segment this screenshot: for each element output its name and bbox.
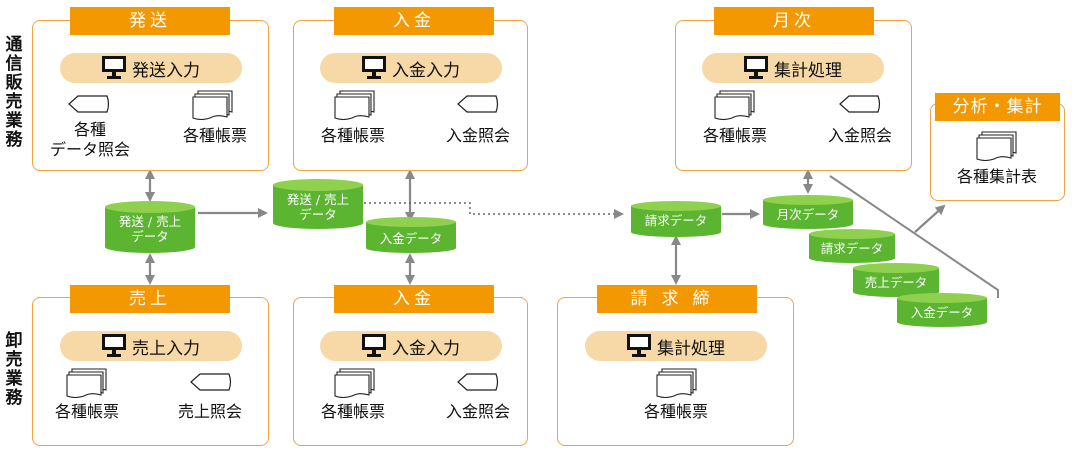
db-stack-payment[interactable]: 入金データ bbox=[896, 292, 988, 328]
computer-icon bbox=[744, 56, 768, 80]
db-label: 請求データ bbox=[644, 213, 708, 228]
display-icon bbox=[68, 95, 110, 113]
caption-payment-inquiry: 入金照会 bbox=[445, 402, 510, 421]
tab-monthly: 月次 bbox=[714, 7, 874, 35]
caption-data-inquiry: 各種 データ照会 bbox=[49, 120, 130, 159]
tab-billing-close: 請求締 bbox=[597, 285, 757, 313]
computer-icon bbox=[362, 334, 386, 358]
tab-payment: 入金 bbox=[334, 285, 494, 313]
process-shipping-input[interactable]: 発送入力 bbox=[60, 53, 242, 83]
process-payment-input[interactable]: 入金入力 bbox=[320, 331, 502, 361]
caption-reports: 各種帳票 bbox=[320, 402, 385, 421]
tab-analysis: 分析・集計 bbox=[935, 93, 1060, 121]
database-icon bbox=[809, 229, 895, 263]
document-icon bbox=[334, 368, 375, 398]
caption-reports: 各種帳票 bbox=[182, 126, 247, 145]
side-label-mail-order: 通信販売業務 bbox=[5, 35, 23, 150]
db-monthly[interactable]: 月次データ bbox=[762, 194, 854, 230]
db-shipping-sales[interactable]: 発送 / 売上 データ bbox=[104, 200, 196, 254]
database-icon bbox=[366, 217, 456, 253]
caption-summary-tables: 各種集計表 bbox=[956, 167, 1037, 186]
caption-payment-inquiry: 入金照会 bbox=[445, 126, 510, 145]
db-label: 月次データ bbox=[776, 207, 840, 222]
display-icon bbox=[457, 373, 499, 391]
db-label: 入金データ bbox=[379, 231, 443, 246]
database-icon bbox=[853, 263, 939, 297]
db-stack-billing[interactable]: 請求データ bbox=[808, 228, 896, 264]
database-icon bbox=[273, 179, 363, 229]
stack-bracket bbox=[829, 175, 999, 298]
process-sales-input[interactable]: 売上入力 bbox=[60, 331, 242, 361]
document-icon bbox=[714, 90, 755, 120]
caption-payment-inquiry: 入金照会 bbox=[827, 126, 892, 145]
computer-icon bbox=[362, 56, 386, 80]
box-wholesale-payment bbox=[293, 297, 528, 446]
document-icon bbox=[334, 90, 375, 120]
database-icon bbox=[763, 195, 853, 229]
db-label: 請求データ bbox=[820, 241, 884, 256]
process-payment-input[interactable]: 入金入力 bbox=[320, 53, 502, 83]
process-label: 入金入力 bbox=[392, 338, 460, 359]
database-icon bbox=[897, 293, 987, 327]
document-icon bbox=[976, 131, 1017, 161]
db-label: 発送 / 売上 データ bbox=[118, 214, 182, 244]
process-label: 集計処理 bbox=[657, 338, 725, 359]
caption-sales-inquiry: 売上照会 bbox=[177, 402, 242, 421]
db-billing[interactable]: 請求データ bbox=[630, 200, 722, 238]
caption-reports: 各種帳票 bbox=[54, 402, 119, 421]
side-label-wholesale: 卸売業務 bbox=[5, 331, 23, 408]
caption-reports: 各種帳票 bbox=[643, 402, 708, 421]
document-icon bbox=[66, 368, 107, 398]
db-label: 入金データ bbox=[910, 305, 974, 320]
document-icon bbox=[192, 90, 233, 120]
caption-reports: 各種帳票 bbox=[702, 126, 767, 145]
computer-icon bbox=[627, 334, 651, 358]
process-label: 売上入力 bbox=[132, 338, 200, 359]
tab-payment: 入金 bbox=[334, 7, 494, 35]
db-shipping-sales-2[interactable]: 発送 / 売上 データ bbox=[272, 178, 364, 230]
process-aggregation[interactable]: 集計処理 bbox=[702, 53, 884, 83]
document-icon bbox=[656, 368, 697, 398]
computer-icon bbox=[102, 56, 126, 80]
caption-reports: 各種帳票 bbox=[320, 126, 385, 145]
dotted-link bbox=[354, 202, 624, 219]
process-label: 入金入力 bbox=[392, 60, 460, 81]
process-label: 集計処理 bbox=[774, 60, 842, 81]
tab-shipping: 発送 bbox=[70, 7, 230, 35]
process-label: 発送入力 bbox=[132, 60, 200, 81]
process-aggregation[interactable]: 集計処理 bbox=[585, 331, 767, 361]
db-label: 売上データ bbox=[864, 275, 928, 290]
display-icon bbox=[190, 373, 232, 391]
tab-sales: 売上 bbox=[70, 285, 230, 313]
computer-icon bbox=[102, 334, 126, 358]
db-stack-sales[interactable]: 売上データ bbox=[852, 262, 940, 298]
db-payment[interactable]: 入金データ bbox=[365, 216, 457, 254]
database-icon bbox=[631, 201, 721, 237]
display-icon bbox=[457, 95, 499, 113]
database-icon bbox=[105, 201, 195, 253]
display-icon bbox=[839, 95, 881, 113]
link-stack-analysis bbox=[914, 204, 946, 233]
db-label: 発送 / 売上 データ bbox=[286, 192, 350, 222]
